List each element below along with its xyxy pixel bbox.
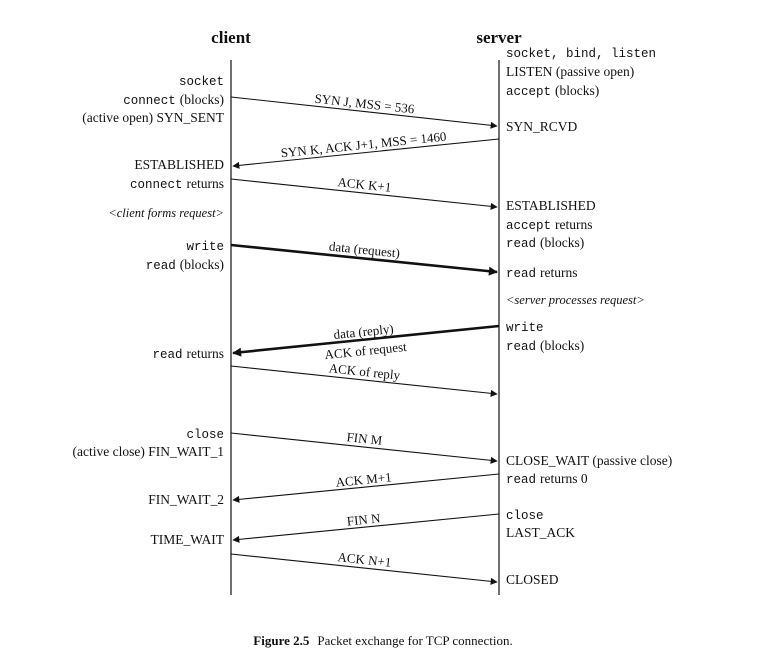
server-read-blocks-label: read(blocks) xyxy=(506,235,584,251)
fin-m-message: FIN M xyxy=(346,429,384,448)
server-syn-rcvd-label: SYN_RCVD xyxy=(506,119,578,134)
ack-of-reply-arrow xyxy=(230,365,498,397)
data-request-message: data (request) xyxy=(328,238,400,260)
server-accept-blocks-label: accept(blocks) xyxy=(506,83,599,99)
server-socket-bind-listen-label: socket, bind, listen xyxy=(506,47,656,61)
ack-of-reply-message: ACK of reply xyxy=(328,360,401,382)
fin-m-arrow xyxy=(230,432,498,464)
client-header: client xyxy=(211,28,251,47)
server-close-label: close xyxy=(506,509,544,523)
server-read-blocks-2-label: read(blocks) xyxy=(506,338,584,354)
server-last-ack-label: LAST_ACK xyxy=(506,525,575,540)
client-fin-wait-1-label: (active close) FIN_WAIT_1 xyxy=(73,444,224,459)
client-write-label: write xyxy=(186,240,224,254)
syn-k-message: SYN K, ACK J+1, MSS = 1460 xyxy=(280,129,447,161)
data-reply-message: data (reply) xyxy=(333,321,394,342)
client-socket-label: socket xyxy=(179,75,224,89)
client-connect-label: connect(blocks) xyxy=(123,92,224,108)
client-close-label: close xyxy=(186,428,224,442)
fin-n-message: FIN N xyxy=(346,510,381,528)
server-processes-request-label: <server processes request> xyxy=(506,293,645,307)
server-established-label: ESTABLISHED xyxy=(506,198,596,213)
server-close-wait-label: CLOSE_WAIT (passive close) xyxy=(506,453,672,468)
client-fin-wait-2-label: FIN_WAIT_2 xyxy=(148,492,224,507)
client-syn-sent-label: (active open) SYN_SENT xyxy=(82,110,224,125)
ack-n-arrow xyxy=(230,553,498,585)
syn-j-message: SYN J, MSS = 536 xyxy=(314,91,416,117)
server-closed-label: CLOSED xyxy=(506,572,559,587)
syn-k-arrow xyxy=(232,138,500,169)
data-reply-arrow xyxy=(232,324,500,357)
fin-n-arrow xyxy=(232,513,500,543)
syn-j-arrow xyxy=(230,96,498,129)
ack-m-message: ACK M+1 xyxy=(335,469,392,489)
client-read-blocks-label: read(blocks) xyxy=(146,257,224,273)
client-established-label: ESTABLISHED xyxy=(134,157,224,172)
server-write-label: write xyxy=(506,321,544,335)
server-header: server xyxy=(476,28,522,47)
ack-m-arrow xyxy=(232,473,500,503)
ack-n-message: ACK N+1 xyxy=(337,549,392,570)
data-request-arrow xyxy=(230,243,498,276)
ack-k-arrow xyxy=(230,178,498,210)
client-time-wait-label: TIME_WAIT xyxy=(151,532,225,547)
client-forms-request-label: <client forms request> xyxy=(108,206,224,220)
server-listen-label: LISTEN (passive open) xyxy=(506,64,634,79)
ack-k-message: ACK K+1 xyxy=(337,174,392,195)
